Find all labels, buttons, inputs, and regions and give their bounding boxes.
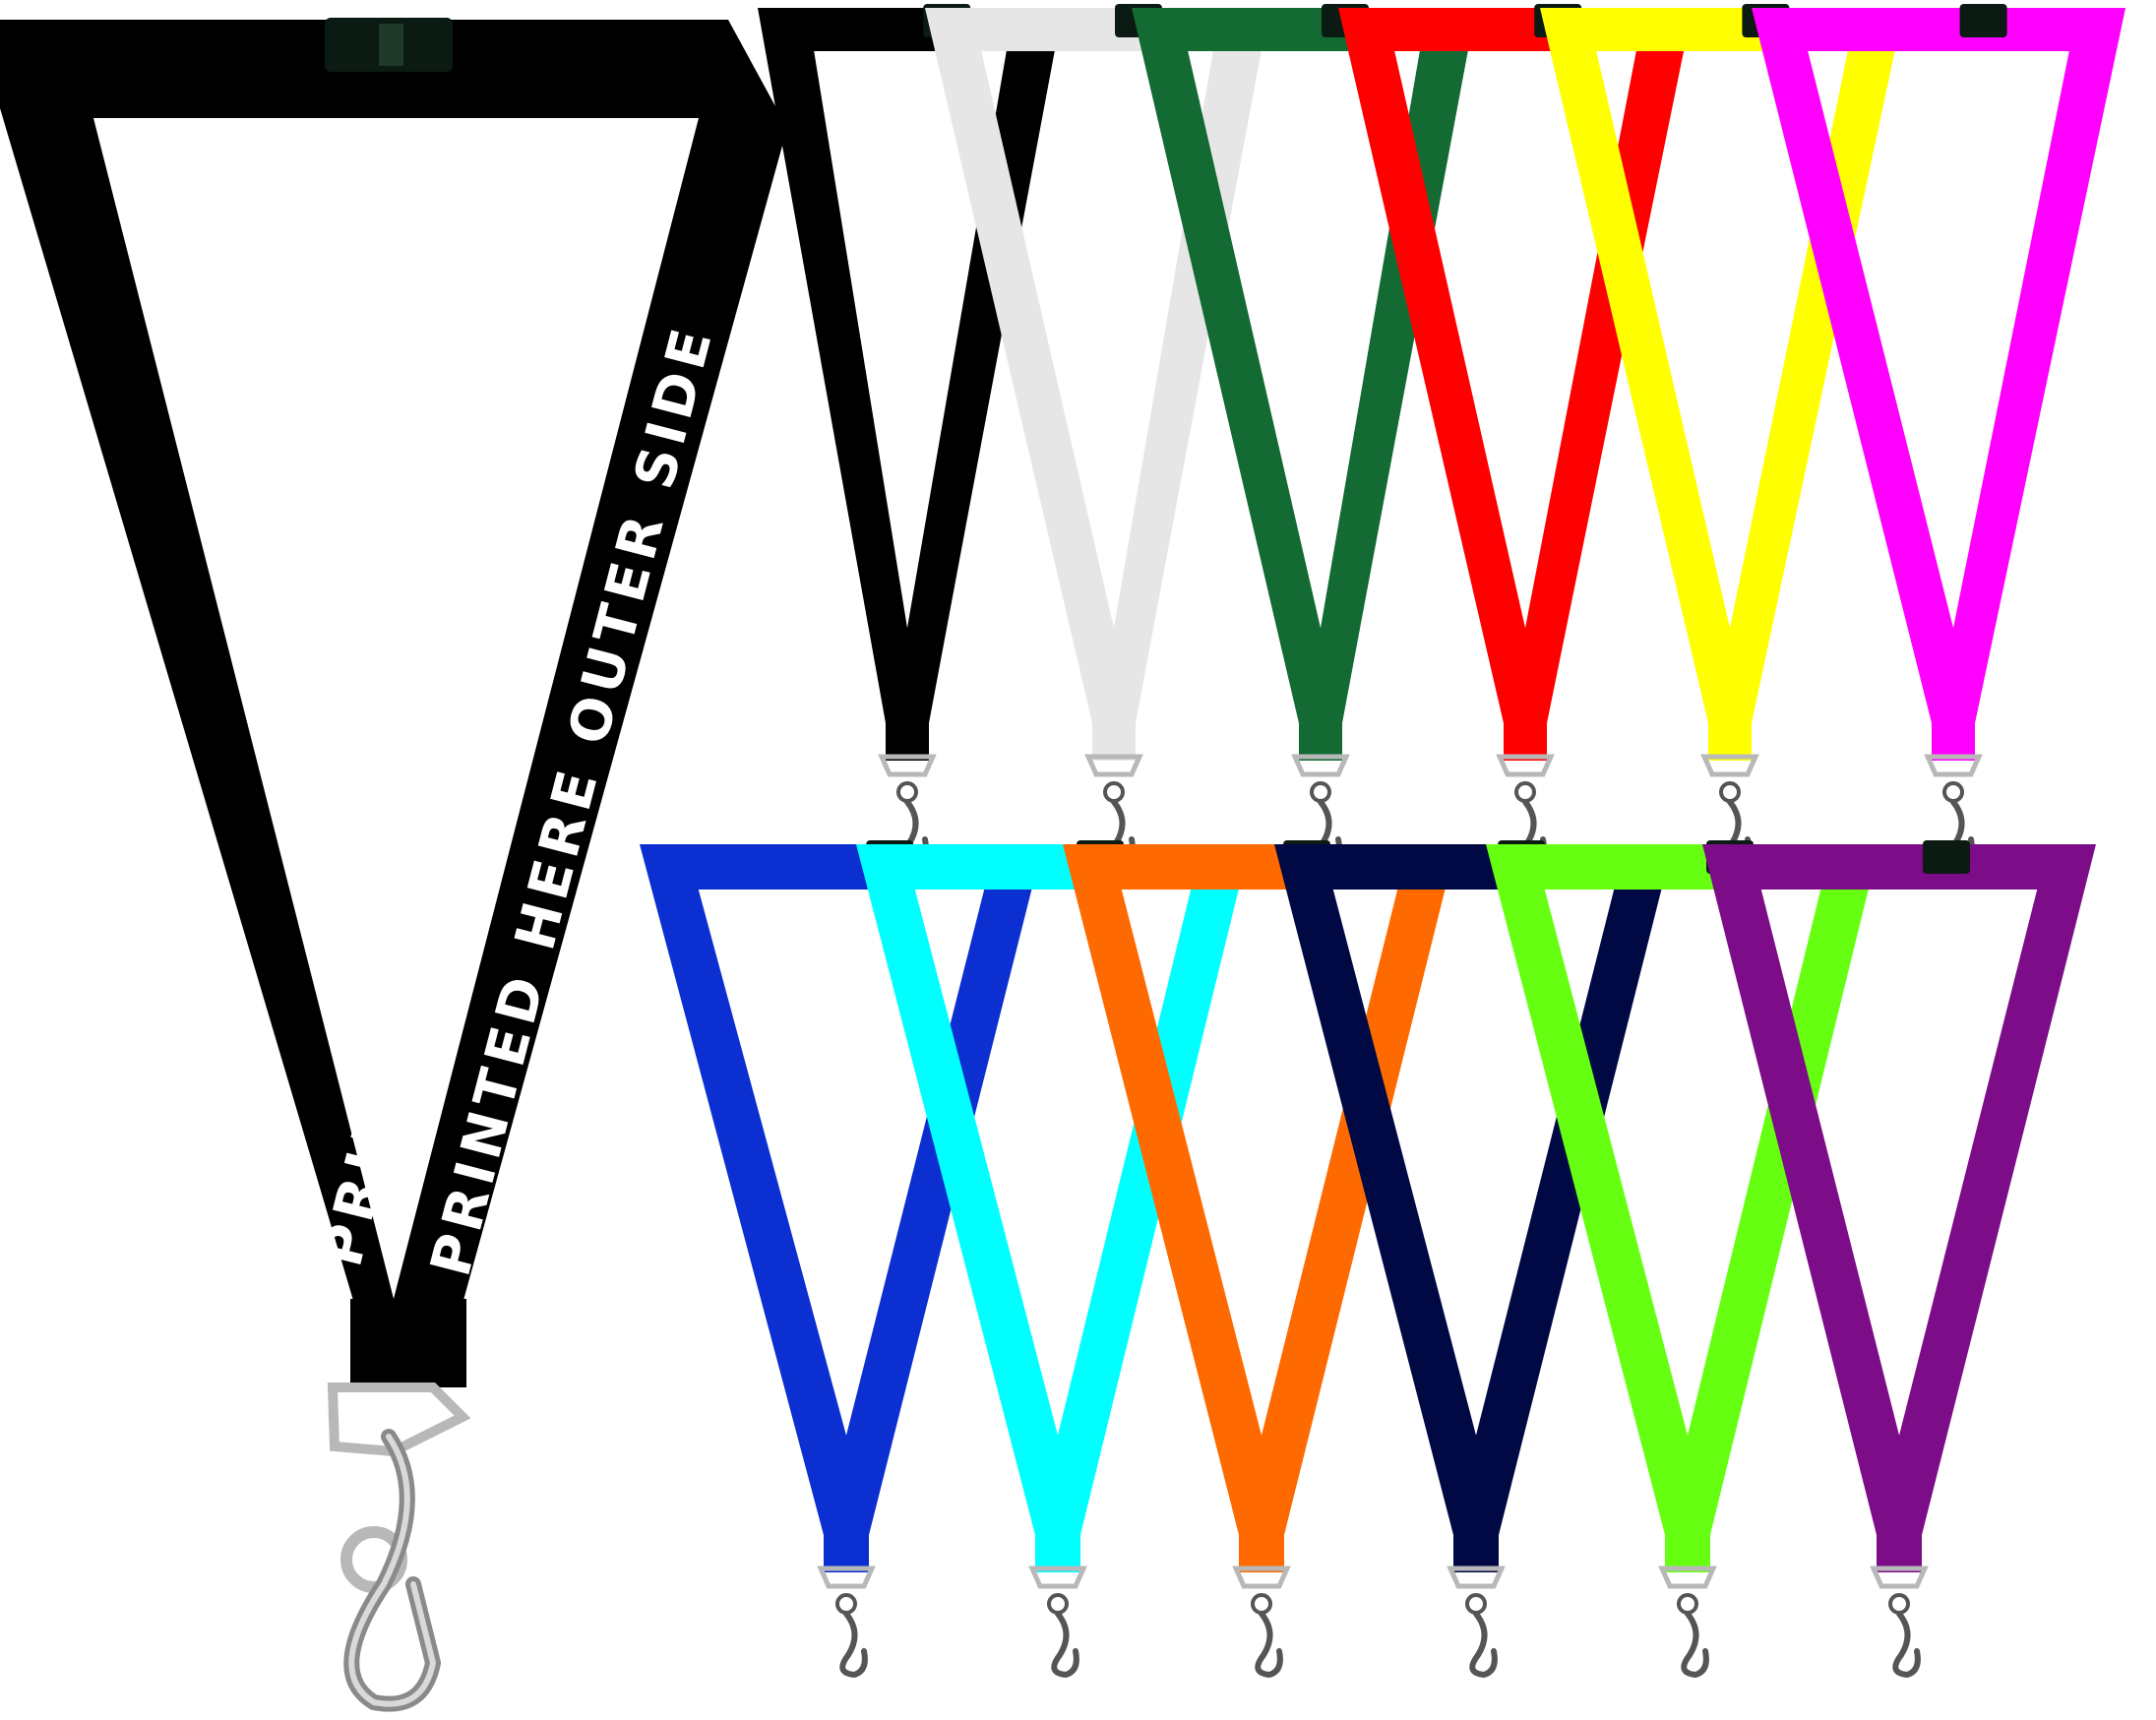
lanyard-top-1-d-ring [878, 754, 937, 777]
lanyard-bottom-4-hook [1469, 1611, 1498, 1679]
lanyard-bottom-2-strap [856, 844, 1250, 1535]
lanyard-bottom-5-tail [1665, 1533, 1710, 1572]
feature-buckle-clip [379, 24, 403, 66]
lanyard-bottom-2-hook [1051, 1611, 1079, 1679]
lanyard-top-6-buckle [1959, 4, 2007, 37]
lanyard-bottom-5-strap [1486, 844, 1879, 1535]
lanyard-top-4-strap [1338, 8, 1693, 723]
lanyard-top-2-strap [925, 8, 1269, 723]
lanyard-bottom-3-strap [1063, 844, 1456, 1535]
lanyard-bottom-3-hook [1255, 1611, 1283, 1679]
lanyard-bottom-6-buckle [1923, 840, 1970, 874]
lanyard-row-top [758, 4, 2125, 867]
lanyard-bottom-2-tail [1035, 1533, 1080, 1572]
lanyard-bottom-4-d-ring [1447, 1566, 1506, 1589]
lanyard-top-5-tail [1708, 721, 1752, 761]
lanyard-top-5-strap [1540, 8, 1904, 723]
lanyard-top-6-tail [1932, 721, 1975, 761]
lanyard-bottom-6 [1702, 840, 2096, 1679]
lanyard-top-3-d-ring [1291, 754, 1350, 777]
lanyard-bottom-3-d-ring [1232, 1566, 1291, 1589]
lanyard-row-bottom [640, 840, 2096, 1679]
lanyard-bottom-4-strap [1274, 844, 1673, 1535]
lanyard-top-4-tail [1504, 721, 1547, 761]
lanyard-bottom-4-tail [1453, 1533, 1499, 1572]
lanyard-top-6-d-ring [1924, 754, 1983, 777]
lanyard-bottom-3-tail [1239, 1533, 1284, 1572]
lanyard-bottom-6-tail [1877, 1533, 1922, 1572]
lanyard-top-2-d-ring [1084, 754, 1143, 777]
lanyard-bottom-1-tail [824, 1533, 869, 1572]
lanyard-bottom-2-d-ring [1028, 1566, 1087, 1589]
lanyard-bottom-1-d-ring [817, 1566, 876, 1589]
lanyard-bottom-6-d-ring [1870, 1566, 1929, 1589]
lanyard-top-1-tail [886, 721, 929, 761]
lanyard-top-6-strap [1752, 8, 2125, 723]
lanyard-bottom-6-strap [1702, 844, 2096, 1535]
lanyard-top-4-d-ring [1496, 754, 1555, 777]
lanyard-top-6 [1752, 4, 2125, 867]
lanyard-top-3-tail [1299, 721, 1342, 761]
lanyard-bottom-5-hook [1681, 1611, 1709, 1679]
lanyard-bottom-1-strap [640, 844, 1043, 1535]
lanyard-top-5-d-ring [1700, 754, 1759, 777]
feature-lanyard-strap [0, 20, 787, 1304]
lanyard-bottom-6-hook [1892, 1611, 1921, 1679]
lanyard-top-3-strap [1132, 8, 1476, 723]
lanyard-bottom-1-hook [839, 1611, 868, 1679]
feature-hook [327, 1299, 471, 1712]
lanyard-top-2-tail [1092, 721, 1136, 761]
lanyard-bottom-5-d-ring [1658, 1566, 1717, 1589]
